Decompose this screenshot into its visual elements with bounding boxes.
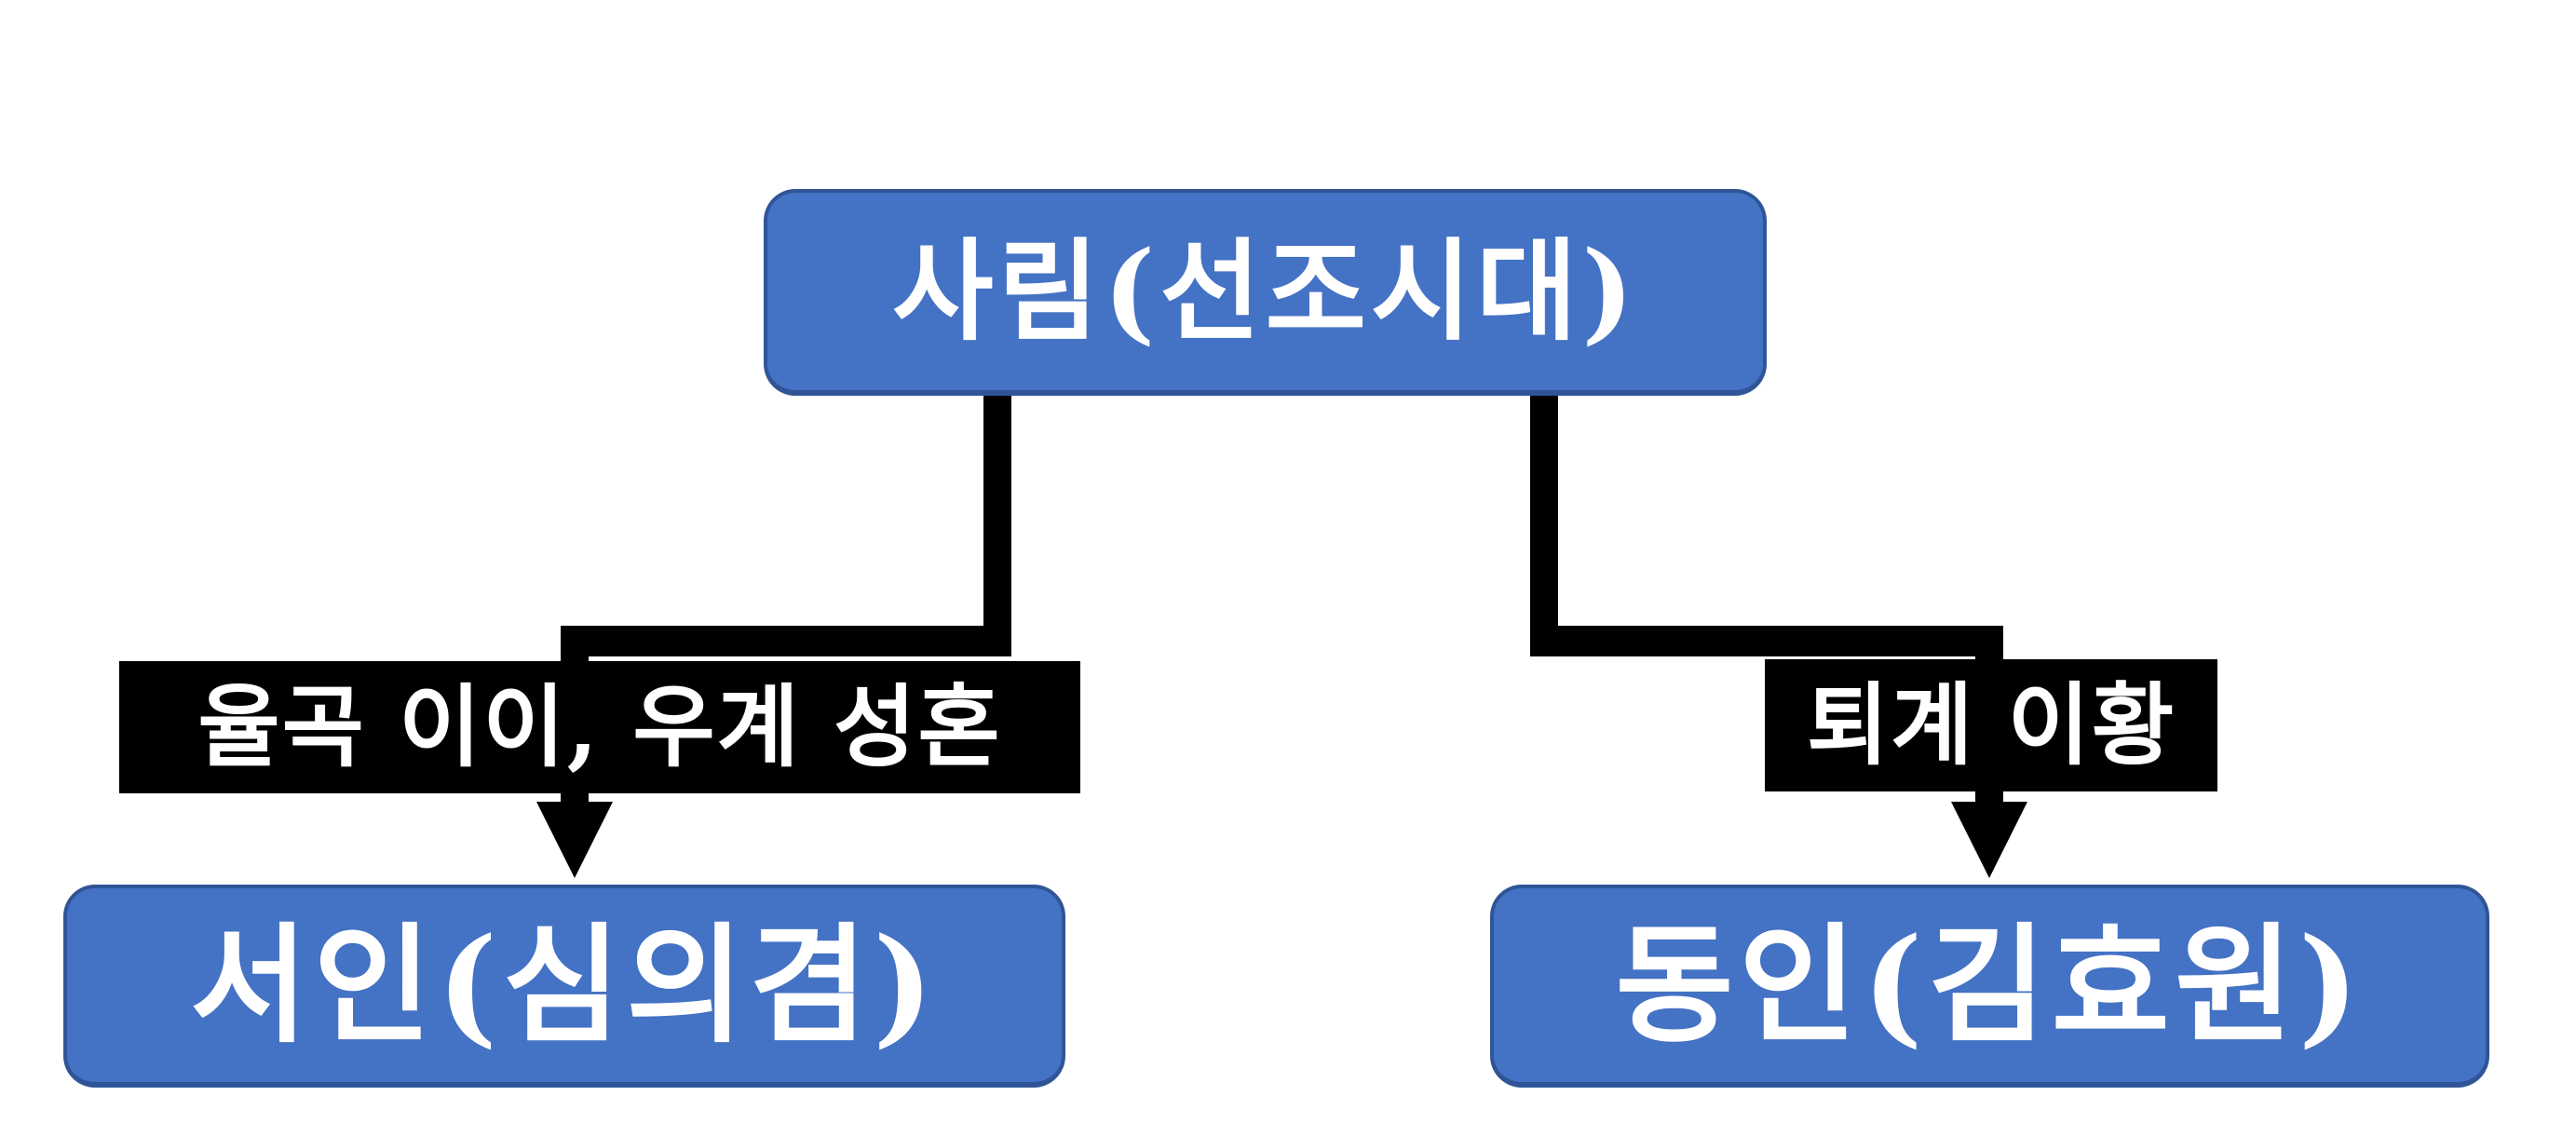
edge-label-left: 율곡 이이, 우계 성혼 — [119, 661, 1080, 793]
node-sarim-label: 사림(선조시대) — [892, 226, 1638, 356]
connector-right-vertical — [1530, 389, 1558, 656]
connector-left-horizontal — [561, 626, 1011, 656]
edge-label-right-text: 퇴계 이황 — [1806, 672, 2176, 778]
node-seoin: 서인(심의겸) — [63, 885, 1065, 1088]
connector-right-arrowhead-icon — [1951, 802, 2027, 878]
node-sarim: 사림(선조시대) — [764, 189, 1767, 396]
connector-left-arrowhead-icon — [536, 802, 613, 878]
edge-label-left-text: 율곡 이이, 우계 성혼 — [197, 674, 1002, 779]
connector-right-horizontal — [1530, 626, 2003, 656]
connector-left-vertical — [983, 389, 1011, 656]
edge-label-right: 퇴계 이황 — [1765, 659, 2217, 791]
node-dongin: 동인(김효원) — [1490, 885, 2489, 1088]
node-dongin-label: 동인(김효원) — [1615, 909, 2365, 1061]
node-seoin-label: 서인(심의겸) — [189, 909, 940, 1061]
